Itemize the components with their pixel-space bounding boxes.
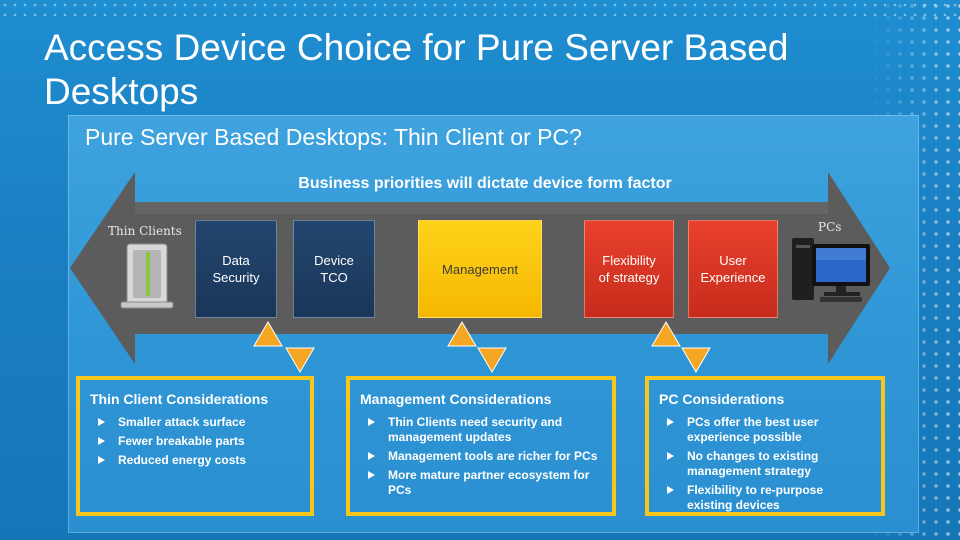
considerations-title: PC Considerations — [659, 391, 785, 407]
pc-considerations-box: PC Considerations PCs offer the best use… — [645, 376, 885, 516]
slide-title: Access Device Choice for Pure Server Bas… — [44, 27, 789, 112]
priority-box-user-experience: User Experience — [688, 220, 778, 318]
thin-clients-label: Thin Clients — [108, 224, 182, 238]
decorative-dot-band-top — [0, 0, 960, 16]
considerations-list: PCs offer the best user experience possi… — [659, 415, 871, 513]
priority-box-label: Device TCO — [314, 253, 354, 285]
list-item: More mature partner ecosystem for PCs — [368, 468, 602, 498]
list-item: Fewer breakable parts — [98, 434, 300, 449]
priority-box-label: Data Security — [212, 253, 260, 285]
list-item: Smaller attack surface — [98, 415, 300, 430]
priority-heading: Business priorities will dictate device … — [298, 175, 672, 192]
thin-client-icon — [120, 243, 174, 309]
considerations-title: Thin Client Considerations — [90, 391, 269, 407]
list-item: Flexibility to re-purpose existing devic… — [667, 483, 871, 513]
connector-triangles — [253, 321, 711, 373]
priority-box-data-security: Data Security — [195, 220, 277, 318]
priority-box-device-tco: Device TCO — [293, 220, 375, 318]
list-item: Thin Clients need security and managemen… — [368, 415, 602, 445]
priority-box-label: Management — [442, 261, 518, 277]
management-considerations-box: Management Considerations Thin Clients n… — [346, 376, 616, 516]
pcs-label: PCs — [818, 220, 842, 234]
thin-client-considerations-box: Thin Client Considerations Smaller attac… — [76, 376, 314, 516]
slide-subtitle: Pure Server Based Desktops: Thin Client … — [85, 124, 582, 150]
priority-box-label: User Experience — [700, 253, 766, 285]
considerations-title: Management Considerations — [360, 391, 552, 407]
list-item: Reduced energy costs — [98, 453, 300, 468]
priority-box-management: Management — [418, 220, 542, 318]
list-item: Management tools are richer for PCs — [368, 449, 602, 464]
considerations-list: Smaller attack surface Fewer breakable p… — [90, 415, 300, 468]
list-item: PCs offer the best user experience possi… — [667, 415, 871, 445]
priority-box-flexibility: Flexibility of strategy — [584, 220, 674, 318]
priority-box-label: Flexibility of strategy — [598, 253, 660, 285]
considerations-list: Thin Clients need security and managemen… — [360, 415, 602, 498]
list-item: No changes to existing management strate… — [667, 449, 871, 479]
desktop-pc-icon — [792, 238, 870, 302]
